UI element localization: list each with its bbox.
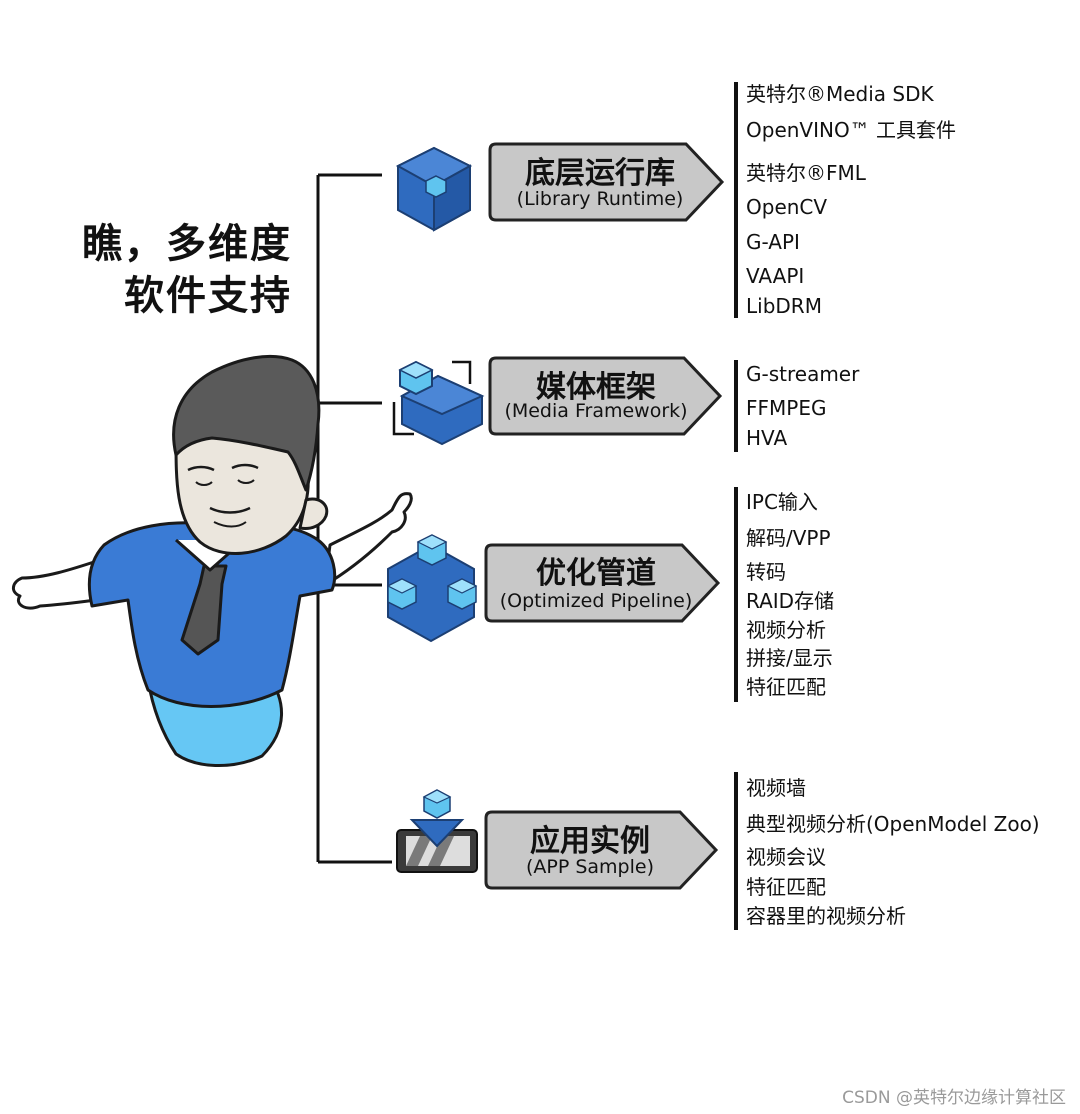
list-item: HVA	[746, 426, 788, 450]
category-banner-4	[484, 810, 719, 890]
list-item: OpenCV	[746, 195, 828, 219]
list-item: 容器里的视频分析	[746, 904, 906, 928]
category-subtitle-app-sample: (APP Sample)	[525, 856, 655, 878]
category-banner-2	[488, 356, 723, 436]
list-item: 英特尔®Media SDK	[746, 82, 934, 106]
list-item: 英特尔®FML	[746, 161, 866, 185]
watermark: CSDN @英特尔边缘计算社区	[842, 1088, 1066, 1108]
category-title-optimized-pipeline: 优化管道	[536, 556, 656, 591]
category-title-media-framework: 媒体框架	[536, 370, 656, 405]
list-item: 特征匹配	[746, 875, 826, 899]
cube-icon	[395, 146, 473, 232]
category-banner-3	[484, 543, 721, 623]
category-subtitle-library-runtime: (Library Runtime)	[516, 188, 684, 210]
list-item: LibDRM	[746, 294, 822, 318]
list-item: 典型视频分析(OpenModel Zoo)	[746, 812, 1040, 836]
category-title-library-runtime: 底层运行库	[525, 156, 675, 191]
tablet-download-icon	[396, 789, 478, 873]
category-banners	[484, 142, 725, 890]
list-item: 解码/VPP	[746, 526, 831, 550]
cartoon-man-illustration	[12, 354, 413, 767]
headline-line-1: 瞧，多维度	[82, 221, 292, 267]
category-subtitle-optimized-pipeline: (Optimized Pipeline)	[499, 590, 693, 612]
headline-line-2: 软件支持	[124, 273, 292, 319]
list-item: FFMPEG	[746, 396, 827, 420]
hexagon-cubes-icon	[386, 534, 478, 643]
list-item: G-API	[746, 230, 800, 254]
cubes-framework-icon	[392, 360, 485, 446]
list-item: G-streamer	[746, 362, 860, 386]
list-item: OpenVINO™ 工具套件	[746, 118, 957, 142]
category-banner-1	[488, 142, 725, 222]
list-item: 转码	[746, 560, 786, 584]
list-item: 视频分析	[746, 618, 826, 642]
list-item: VAAPI	[746, 264, 805, 288]
list-item: 特征匹配	[746, 675, 826, 699]
category-subtitle-media-framework: (Media Framework)	[504, 400, 688, 422]
list-item: 视频墙	[746, 776, 806, 800]
list-item: 视频会议	[746, 845, 826, 869]
list-item: 拼接/显示	[746, 646, 833, 670]
list-item: IPC输入	[746, 490, 818, 514]
list-item: RAID存储	[746, 589, 835, 613]
category-title-app-sample: 应用实例	[530, 824, 650, 859]
